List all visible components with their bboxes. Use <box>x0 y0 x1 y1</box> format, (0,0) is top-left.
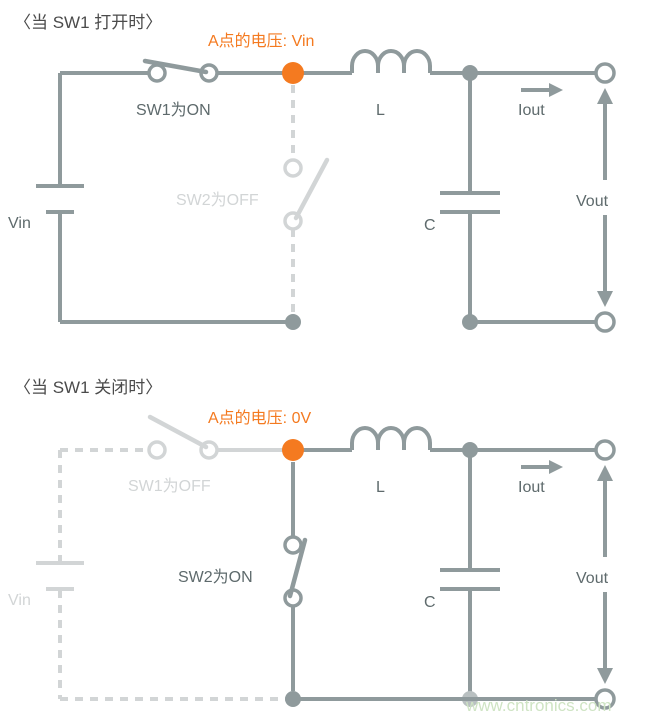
sw2-terminal-top-bottom <box>283 535 303 555</box>
diagram-title-top: 〈当 SW1 打开时〉 <box>14 13 162 32</box>
sw1-blade-bottom <box>147 414 209 450</box>
battery-label-vin: Vin <box>8 215 31 232</box>
vout-arrow-up-head-bottom <box>597 465 613 481</box>
terminal-output-positive <box>594 62 616 84</box>
switch-sw2-bottom[interactable]: SW2为ON <box>178 462 308 691</box>
vout-indicator-top: Vout <box>576 88 613 307</box>
terminal-output-negative <box>594 311 616 333</box>
diagram-sw1-closed: 〈当 SW1 关闭时〉 Vin SW1为OFF A点的电压: 0V <box>8 378 616 710</box>
inductor-coils <box>350 49 432 73</box>
node-a-voltage-label-bottom: A点的电压: 0V <box>208 409 311 427</box>
node-a-dot-top <box>282 62 304 84</box>
switch-sw1-top[interactable]: SW1为ON <box>136 58 293 119</box>
inductor-bottom: L <box>293 426 470 496</box>
sw2-blade-bottom <box>287 537 308 599</box>
inductor-top: L <box>293 49 470 119</box>
capacitor-bottom: C <box>424 442 500 707</box>
switch-sw2-top[interactable]: SW2为OFF <box>176 85 330 314</box>
sw1-terminal-left-bottom <box>147 440 167 460</box>
vout-arrow-up-head <box>597 88 613 104</box>
ground-junction-sw2-bottom <box>285 691 301 707</box>
battery-vin-bottom: Vin <box>8 448 293 701</box>
sw1-state-label: SW1为ON <box>136 101 211 119</box>
iout-label: Iout <box>518 102 545 119</box>
iout-arrow-head <box>549 83 563 97</box>
sw1-blade <box>142 58 209 75</box>
capacitor-label-C: C <box>424 217 436 234</box>
switch-sw1-bottom[interactable]: SW1为OFF <box>128 414 293 495</box>
ground-junction-sw2-top <box>285 314 301 330</box>
vout-label-bottom: Vout <box>576 570 609 587</box>
iout-indicator-top: Iout <box>518 83 563 119</box>
vout-indicator-bottom: Vout <box>576 465 613 684</box>
inductor-label-L-bottom: L <box>376 479 385 496</box>
battery-vin-top: Vin <box>8 184 84 232</box>
capacitor-top: C <box>424 65 500 330</box>
diagram-title-bottom: 〈当 SW1 关闭时〉 <box>14 378 162 397</box>
inductor-coils-bottom <box>350 426 432 450</box>
watermark-text: www.cntronics.com <box>465 696 611 715</box>
node-a-voltage-label-top: A点的电压: Vin <box>208 32 314 50</box>
node-a-dot-bottom <box>282 439 304 461</box>
terminal-output-positive-bottom <box>594 439 616 461</box>
iout-arrow-head-bottom <box>549 460 563 474</box>
sw2-blade <box>293 157 330 221</box>
iout-indicator-bottom: Iout <box>518 460 563 496</box>
vout-arrow-down-head <box>597 291 613 307</box>
inductor-label-L: L <box>376 102 385 119</box>
sw1-terminal-left <box>147 63 167 83</box>
terminal-output-negative-bottom <box>594 688 616 710</box>
sw2-state-label-bottom: SW2为ON <box>178 568 253 586</box>
diagram-sw1-open: 〈当 SW1 打开时〉 Vin SW1为ON A点的电压: Vin <box>8 13 616 333</box>
sw2-terminal-top <box>283 158 303 178</box>
capacitor-label-C-bottom: C <box>424 594 436 611</box>
sw2-state-label: SW2为OFF <box>176 191 259 209</box>
iout-label-bottom: Iout <box>518 479 545 496</box>
vout-arrow-down-head-bottom <box>597 668 613 684</box>
vout-label: Vout <box>576 193 609 210</box>
battery-label-vin-bottom: Vin <box>8 592 31 609</box>
sw1-state-label-bottom: SW1为OFF <box>128 477 211 495</box>
